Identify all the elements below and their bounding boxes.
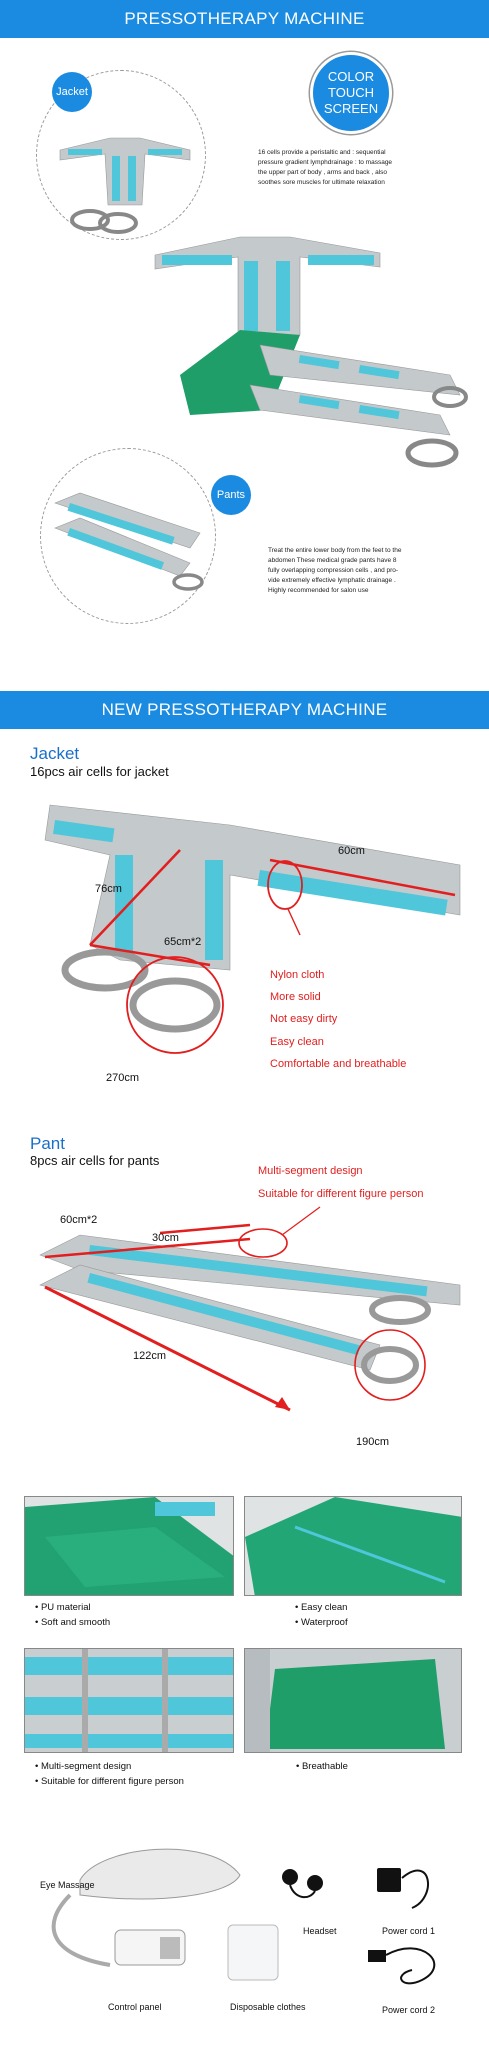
pants-bubble-label: Pants bbox=[216, 489, 246, 501]
dim-line-76 bbox=[89, 849, 181, 946]
pant-subtitle: 8pcs air cells for pants bbox=[30, 1153, 160, 1168]
dim-line-30 bbox=[159, 1223, 251, 1235]
dim-65cm-label: 65cm*2 bbox=[164, 936, 202, 948]
dim-122-label: 122cm bbox=[133, 1350, 167, 1362]
pants-dashed-circle bbox=[40, 448, 216, 624]
pants-description: Treat the entire lower body from the fee… bbox=[268, 546, 478, 596]
pants-desc-line: vide extremely effective lymphatic drain… bbox=[268, 577, 396, 584]
jacket-dashed-circle bbox=[36, 70, 206, 240]
section2-banner: NEW PRESSOTHERAPY MACHINE bbox=[0, 691, 489, 729]
disposable-clothes-image bbox=[227, 1924, 279, 1981]
feature-nylon-cloth: Nylon cloth bbox=[270, 969, 325, 981]
detail-bullet: PU material bbox=[35, 1602, 91, 1613]
hose-highlight-circle bbox=[126, 956, 224, 1054]
detail-bullet: Suitable for different figure person bbox=[35, 1776, 184, 1787]
feature-not-easy-dirty: Not easy dirty bbox=[270, 1013, 338, 1025]
jacket-desc-line: 16 cells provide a peristaltic and : seq… bbox=[258, 149, 386, 156]
detail-photo-breathable bbox=[244, 1648, 462, 1753]
dim-60x2-label: 60cm*2 bbox=[60, 1214, 98, 1226]
detail-bullet: Waterproof bbox=[295, 1617, 348, 1628]
pant-hose-highlight bbox=[354, 1329, 426, 1401]
power-cord-2-icon bbox=[368, 1947, 436, 1985]
eye-massage-label: Eye Massage bbox=[40, 1880, 95, 1890]
bubble-line-screen: SCREEN bbox=[323, 101, 379, 116]
control-panel-label: Control panel bbox=[108, 2002, 162, 2012]
nylon-highlight-circle bbox=[267, 860, 303, 910]
pants-desc-line: abdomen These medical grade pants have 8 bbox=[268, 557, 397, 564]
jacket-description: 16 cells provide a peristaltic and : seq… bbox=[258, 148, 458, 188]
pants-desc-line: Treat the entire lower body from the fee… bbox=[268, 547, 402, 554]
pants-bubble: Pants bbox=[211, 475, 251, 515]
dim-270cm-label: 270cm bbox=[106, 1072, 140, 1084]
dim-30-label: 30cm bbox=[152, 1232, 179, 1244]
dim-line-65 bbox=[89, 943, 211, 967]
pants-desc-line: Highly recommended for salon use bbox=[268, 587, 369, 594]
jacket-desc-line: soothes sore muscles for ultimate relaxa… bbox=[258, 179, 385, 186]
dim-line-60x2 bbox=[44, 1237, 251, 1259]
dim-line-122 bbox=[44, 1285, 291, 1412]
dim-60cm-label: 60cm bbox=[338, 845, 365, 857]
headset-label: Headset bbox=[303, 1926, 337, 1936]
pant-segment-highlight bbox=[238, 1228, 288, 1258]
arrow-head-122 bbox=[275, 1397, 290, 1410]
power-cord-2-label: Power cord 2 bbox=[382, 2005, 436, 2015]
detail-bullet: Soft and smooth bbox=[35, 1617, 110, 1628]
jacket-title: Jacket bbox=[30, 744, 80, 763]
power-cord-1-icon bbox=[377, 1868, 429, 1909]
eye-massager-control-image bbox=[51, 1848, 241, 1967]
feature-more-solid: More solid bbox=[270, 991, 321, 1003]
pant-segment-pointer bbox=[281, 1206, 321, 1236]
power-cord-1-label: Power cord 1 bbox=[382, 1926, 436, 1936]
dim-190-label: 190cm bbox=[356, 1436, 390, 1448]
section1-banner: PRESSOTHERAPY MACHINE bbox=[0, 0, 489, 38]
jacket-thumbnail-image bbox=[59, 137, 191, 234]
nylon-pointer bbox=[287, 908, 301, 936]
full-suit-image bbox=[154, 236, 468, 468]
pants-thumbnail-image bbox=[54, 492, 204, 591]
pant-feature-multisegment: Multi-segment design bbox=[258, 1165, 363, 1177]
pant-title: Pant bbox=[30, 1134, 65, 1153]
color-touch-screen-bubble: COLOR TOUCH SCREEN bbox=[310, 52, 392, 134]
detail-bullet: Multi-segment design bbox=[35, 1761, 131, 1772]
jacket-diagram-image bbox=[44, 804, 461, 1054]
bubble-line-touch: TOUCH bbox=[328, 85, 374, 100]
pants-desc-line: fully overlapping compression cells , an… bbox=[268, 567, 399, 574]
disposable-clothes-label: Disposable clothes bbox=[230, 2002, 306, 2012]
dim-76cm-label: 76cm bbox=[95, 883, 122, 895]
jacket-desc-line: the upper part of body , arms and back ,… bbox=[258, 169, 387, 176]
detail-photo-multisegment bbox=[24, 1648, 234, 1753]
detail-photo-easy-clean bbox=[244, 1496, 462, 1596]
detail-photo-pu-material bbox=[24, 1496, 234, 1596]
jacket-subtitle: 16pcs air cells for jacket bbox=[30, 764, 169, 779]
jacket-bubble: Jacket bbox=[52, 72, 92, 112]
detail-bullet: Breathable bbox=[296, 1761, 348, 1772]
detail-bullet: Easy clean bbox=[295, 1602, 347, 1613]
pants-diagram-image bbox=[39, 1206, 461, 1412]
headset-icon bbox=[282, 1869, 323, 1899]
jacket-desc-line: pressure gradient lymphdrainage : to mas… bbox=[258, 159, 393, 166]
jacket-bubble-label: Jacket bbox=[56, 86, 88, 98]
feature-easy-clean: Easy clean bbox=[270, 1036, 324, 1048]
dim-line-60 bbox=[269, 858, 456, 897]
bubble-line-color: COLOR bbox=[327, 69, 375, 84]
feature-comfortable-breathable: Comfortable and breathable bbox=[270, 1058, 407, 1070]
pant-feature-figure: Suitable for different figure person bbox=[258, 1188, 424, 1200]
